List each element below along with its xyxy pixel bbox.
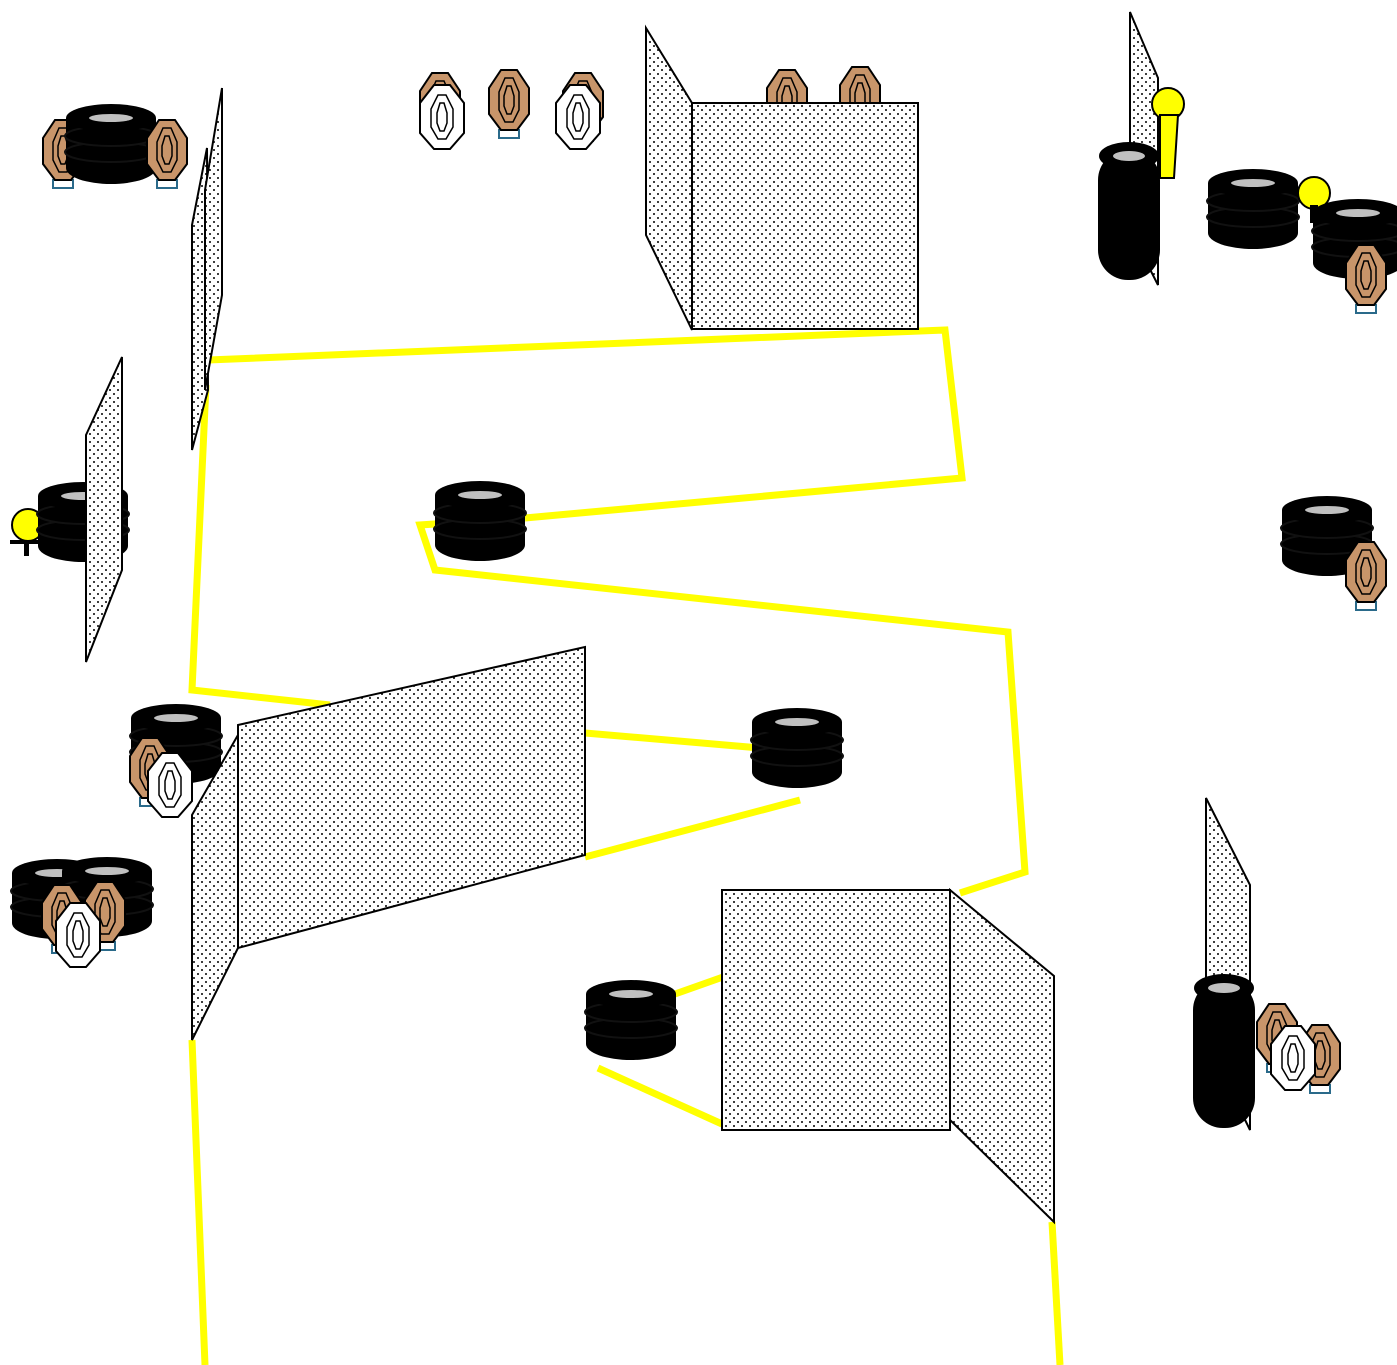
right-middle-group xyxy=(1280,495,1387,611)
middle-left-group xyxy=(129,645,586,1041)
far-top-right-group xyxy=(1098,11,1397,314)
bottom-center-group xyxy=(584,887,1055,1225)
wall-top-left-thin-outer xyxy=(204,87,223,391)
bottom-right-group xyxy=(1193,797,1341,1131)
top-center-target-group xyxy=(419,69,604,150)
barrel-stack-tall-bottom xyxy=(1193,980,1255,1128)
wall-middle-front xyxy=(237,645,586,950)
fault-line-bottom-barrel-bottom xyxy=(596,1064,724,1128)
fault-line-middle-barrel xyxy=(584,729,761,752)
barrel-center-middle xyxy=(750,707,844,789)
fault-line-right-lower xyxy=(1048,1221,1064,1365)
popper-body-1 xyxy=(1159,114,1180,179)
lower-left-group xyxy=(10,856,154,968)
fault-line-bottom-barrel-top xyxy=(673,973,725,998)
barrel-center-top xyxy=(433,480,527,562)
fault-line-top xyxy=(207,326,966,522)
wall-bottom-center-front xyxy=(721,889,951,1131)
fault-line-left-main xyxy=(188,384,331,709)
wall-left-middle xyxy=(85,356,123,663)
wall-top-center-side xyxy=(645,24,693,331)
fault-line-middle-lower xyxy=(584,796,801,861)
wall-bottom-center-side xyxy=(949,887,1055,1225)
barrel-stack-tall xyxy=(1098,150,1160,280)
top-left-target-group xyxy=(42,103,188,189)
left-side-group xyxy=(10,356,130,663)
fault-line-left-lower xyxy=(188,1039,209,1365)
wall-top-center-front xyxy=(691,102,919,330)
top-right-wall-group xyxy=(645,24,919,331)
